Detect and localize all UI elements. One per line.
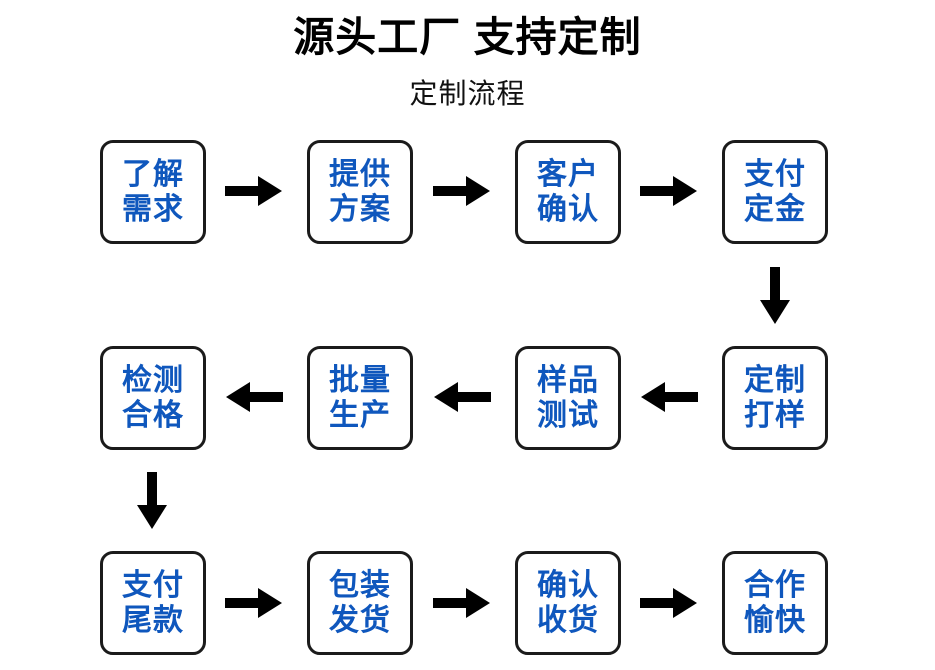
arrow-right-icon — [433, 174, 491, 208]
arrow-right-icon — [433, 586, 491, 620]
step-label-line1: 支付 — [122, 569, 184, 602]
step-label-line2: 愉快 — [744, 604, 806, 637]
step-box-2-3[interactable]: 样品 测试 — [515, 346, 621, 450]
arrow-left-icon — [640, 380, 698, 414]
step-label-line2: 定金 — [744, 193, 806, 226]
arrow-right-icon — [225, 586, 283, 620]
step-box-2-2[interactable]: 批量 生产 — [307, 346, 413, 450]
arrow-down-icon — [758, 267, 792, 325]
step-label-line1: 客户 — [537, 158, 599, 191]
step-label-line2: 打样 — [744, 399, 806, 432]
step-box-3-2[interactable]: 包装 发货 — [307, 551, 413, 655]
arrow-left-icon — [433, 380, 491, 414]
step-box-1-4[interactable]: 支付 定金 — [722, 140, 828, 244]
step-label-line2: 尾款 — [122, 604, 184, 637]
step-label-line1: 检测 — [122, 364, 184, 397]
step-label-line2: 测试 — [537, 399, 599, 432]
step-label-line1: 提供 — [329, 158, 391, 191]
arrow-right-icon — [225, 174, 283, 208]
arrow-down-icon — [135, 472, 169, 530]
step-box-2-1[interactable]: 检测 合格 — [100, 346, 206, 450]
step-label-line2: 确认 — [537, 193, 599, 226]
step-label-line1: 了解 — [122, 158, 184, 191]
step-box-1-3[interactable]: 客户 确认 — [515, 140, 621, 244]
step-label-line2: 发货 — [329, 604, 391, 637]
arrow-left-icon — [225, 380, 283, 414]
page-title: 源头工厂 支持定制 — [293, 14, 642, 60]
page-subtitle: 定制流程 — [409, 78, 526, 109]
arrow-right-icon — [640, 174, 698, 208]
step-label-line1: 定制 — [744, 364, 806, 397]
step-label-line2: 需求 — [122, 193, 184, 226]
step-label-line1: 确认 — [537, 569, 599, 602]
step-box-1-1[interactable]: 了解 需求 — [100, 140, 206, 244]
arrow-right-icon — [640, 586, 698, 620]
step-label-line2: 生产 — [329, 399, 391, 432]
step-box-1-2[interactable]: 提供 方案 — [307, 140, 413, 244]
step-box-2-4[interactable]: 定制 打样 — [722, 346, 828, 450]
step-label-line1: 合作 — [744, 569, 806, 602]
step-label-line1: 支付 — [744, 158, 806, 191]
step-label-line1: 样品 — [537, 364, 599, 397]
step-label-line2: 方案 — [329, 193, 391, 226]
step-label-line2: 合格 — [122, 399, 184, 432]
step-label-line1: 批量 — [329, 364, 391, 397]
step-label-line2: 收货 — [537, 604, 599, 637]
step-box-3-1[interactable]: 支付 尾款 — [100, 551, 206, 655]
step-box-3-3[interactable]: 确认 收货 — [515, 551, 621, 655]
step-label-line1: 包装 — [329, 569, 391, 602]
step-box-3-4[interactable]: 合作 愉快 — [722, 551, 828, 655]
